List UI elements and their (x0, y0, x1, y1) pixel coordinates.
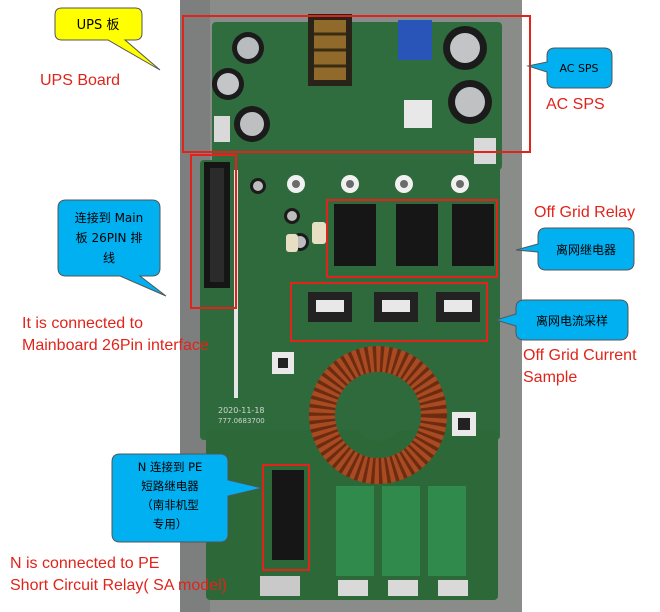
ac-sps-label: AC SPS (546, 96, 605, 113)
main-26pin-callout-text: 连接到 Main 板 26PIN 排 线 (58, 208, 160, 268)
board-part-number: 777.0683700 (218, 417, 265, 425)
current-sample-modules (308, 292, 480, 322)
ac-sps-callout-text: AC SPS (559, 62, 598, 75)
board-date: 2020-11-18 (218, 406, 265, 415)
26pin-header (204, 162, 230, 288)
pe-short-relay (272, 470, 304, 560)
off-grid-relay-label: Off Grid Relay (534, 204, 636, 221)
pe-callout-line2: 短路继电器 (141, 479, 199, 493)
main-26pin-callout (57, 199, 167, 297)
off-grid-relay-callout-text: 离网继电器 (556, 242, 616, 257)
current-sample-callout (494, 299, 629, 341)
current-label-line1: Off Grid Current (523, 347, 637, 364)
qr-codes (272, 352, 476, 436)
current-label-line2: Sample (523, 369, 578, 386)
ups-callout (54, 7, 161, 71)
highlight-boxes (182, 15, 531, 571)
main-callout-line2: 板 26PIN 排 (75, 231, 143, 245)
blue-capacitor (398, 20, 432, 60)
pe-callout-line4: 专用） (152, 517, 188, 531)
ups-board-label: UPS Board (40, 72, 121, 89)
main-callout-line1: 连接到 Main (74, 211, 144, 225)
x-capacitors (336, 486, 466, 576)
26pin-box (190, 154, 237, 309)
current-sample-callout-text: 离网电流采样 (536, 313, 608, 328)
pe-relay-callout-text: N 连接到 PE 短路继电器 （南非机型 专用） (112, 458, 228, 534)
pe-callout-line1: N 连接到 PE (137, 460, 203, 474)
main-callout-line3: 线 (102, 251, 115, 265)
off-grid-relay-box (326, 199, 498, 278)
white-relay (404, 100, 432, 128)
interface-label-line1: It is connected to (22, 315, 143, 332)
connector-upper-left (214, 116, 230, 142)
ups-ac-sps-box (182, 15, 531, 153)
ups-callout-text: UPS 板 (77, 18, 120, 33)
current-sample-label: Off Grid Current Sample (523, 345, 637, 389)
bottom-terminals (260, 576, 468, 596)
pe-relay-box (262, 464, 310, 571)
current-sample-box (290, 282, 488, 342)
mounting-holes (287, 175, 469, 193)
pe-callout-line3: （南非机型 (141, 498, 199, 512)
capacitors-middle (250, 178, 326, 252)
pe-label-line2: Short Circuit Relay( SA model) (10, 577, 227, 594)
pe-relay-callout (111, 453, 263, 543)
capacitors-upper (212, 26, 492, 142)
interface-label-line2: Mainboard 26Pin interface (22, 337, 209, 354)
interface-label: It is connected to Mainboard 26Pin inter… (22, 313, 209, 357)
pe-label-line1: N is connected to PE (10, 555, 160, 572)
ac-sps-callout (526, 47, 613, 89)
off-grid-relay-callout (515, 227, 635, 271)
transformer (308, 14, 352, 86)
pe-relay-label: N is connected to PE Short Circuit Relay… (10, 553, 227, 597)
toroid-inductor (309, 346, 447, 484)
off-grid-relays (334, 204, 494, 266)
